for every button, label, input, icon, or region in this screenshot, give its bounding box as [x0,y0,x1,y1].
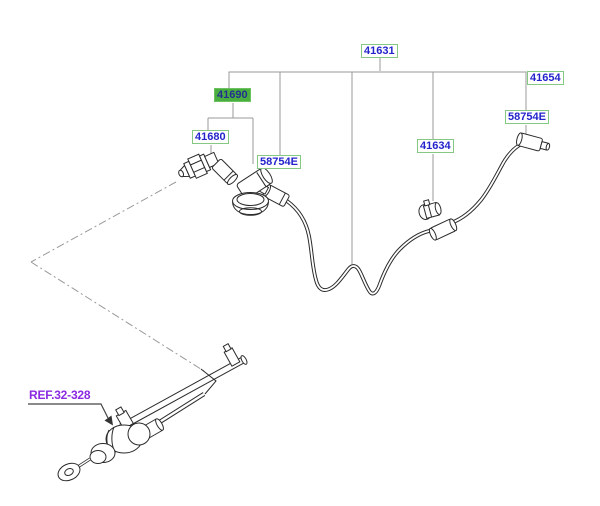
part-label-58754e-right[interactable]: 58754E [505,110,549,124]
leader-lines [207,58,527,265]
part-drawing-union-41690[interactable] [232,166,275,216]
ref-32-328-link[interactable]: REF.32-328 [29,388,91,402]
part-drawing-tube-fitting-left-58754e[interactable] [258,182,290,207]
part-label-41680[interactable]: 41680 [192,130,229,144]
part-drawing-inline-connector[interactable] [428,218,458,241]
part-label-41654[interactable]: 41654 [527,71,564,85]
part-drawing-elbow-41680[interactable] [175,148,239,186]
part-label-41631[interactable]: 41631 [361,44,398,58]
part-drawing-tube-fitting-right-58754e[interactable] [515,132,551,153]
ref-master-cylinder-drawing[interactable] [55,343,248,484]
part-label-41634[interactable]: 41634 [417,139,454,153]
ref-leader-arrow [28,403,113,426]
dash-dot-lines [30,181,205,372]
part-label-58754e-left[interactable]: 58754E [257,155,301,169]
part-drawing-clip-41634[interactable] [416,197,442,221]
part-drawing-clutch-tube-41631[interactable] [285,141,524,296]
part-label-41690[interactable]: 41690 [214,88,251,102]
